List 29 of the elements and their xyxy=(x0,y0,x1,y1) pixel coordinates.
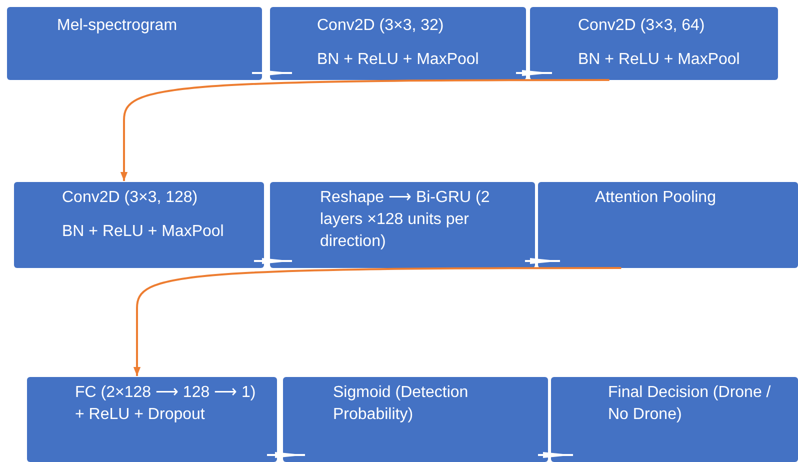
box-title: Mel-spectrogram xyxy=(57,16,178,36)
box-text: BN + ReLU + MaxPool xyxy=(578,50,741,70)
arrow xyxy=(267,452,305,458)
process-box xyxy=(270,7,526,80)
box-title: FC (2×128 ⟶ 128 ⟶ 1) + ReLU + Dropout xyxy=(75,383,257,425)
process-box xyxy=(14,182,264,268)
arrow xyxy=(254,258,292,264)
arrow xyxy=(252,70,292,76)
arrow xyxy=(120,79,610,181)
arrow xyxy=(538,452,573,458)
process-box xyxy=(283,377,548,462)
box-title: Attention Pooling xyxy=(595,188,717,208)
process-box xyxy=(538,182,798,268)
box-title: Conv2D (3×3, 64) xyxy=(578,16,706,36)
process-box xyxy=(27,377,277,462)
process-box xyxy=(7,7,262,80)
box-text: BN + ReLU + MaxPool xyxy=(317,50,480,70)
box-title: Sigmoid (Detection Probability) xyxy=(333,383,470,425)
arrow xyxy=(525,258,560,264)
process-box xyxy=(530,7,778,80)
box-text: BN + ReLU + MaxPool xyxy=(62,222,225,242)
box-title: Conv2D (3×3, 32) xyxy=(317,16,445,36)
box-title: Reshape ⟶ Bi-GRU (2 layers ×128 units per direction) xyxy=(320,188,491,252)
arrow xyxy=(133,267,622,376)
process-box xyxy=(551,377,798,462)
process-box xyxy=(270,182,535,268)
box-title: Conv2D (3×3, 128) xyxy=(62,188,199,208)
arrow xyxy=(516,70,552,76)
box-title: Final Decision (Drone / No Drone) xyxy=(608,383,772,425)
